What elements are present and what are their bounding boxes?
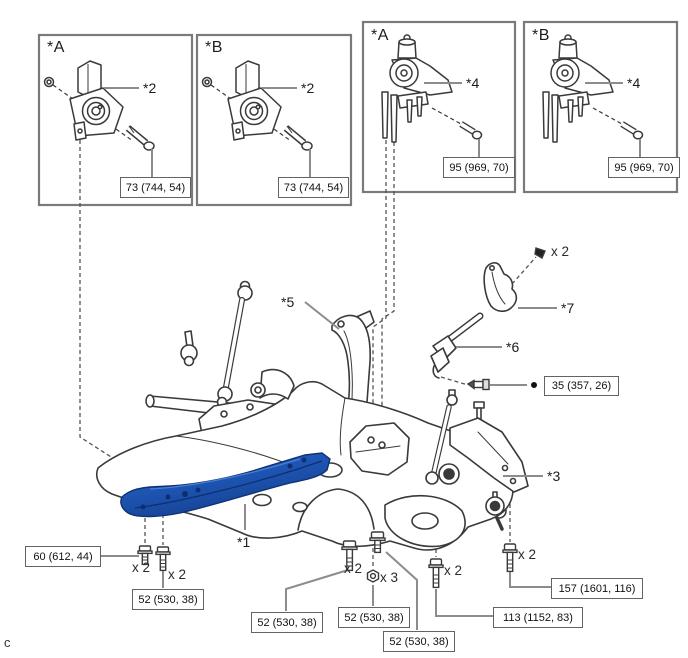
callout-part5: *5 — [281, 294, 295, 310]
callout-part4-a: *4 — [466, 75, 480, 91]
callout-part3: *3 — [547, 468, 561, 484]
multiplier-x2-brace-rear: x 2 — [168, 567, 187, 582]
panel-tag-a1: *A — [47, 39, 65, 56]
torque-box-60: 60 (612, 44) — [25, 546, 101, 567]
torque-box-73-b: 73 (744, 54) — [278, 177, 349, 198]
callout-part2-b: *2 — [301, 80, 315, 96]
torque-box-113: 113 (1152, 83) — [493, 607, 583, 628]
callout-part1: *1 — [237, 534, 251, 550]
panel-tag-b2: *B — [532, 27, 550, 44]
torque-box-35: 35 (357, 26) — [544, 376, 619, 396]
callout-part7: *7 — [561, 300, 575, 316]
multiplier-x2-member-front: x 2 — [444, 563, 463, 578]
multiplier-x2-member-rear: x 2 — [518, 547, 537, 562]
multiplier-x2-bracket7: x 2 — [551, 244, 570, 259]
highlighted-brace-part — [120, 452, 331, 518]
panel-tag-a2: *A — [371, 27, 389, 44]
engine-mounting-drawing — [381, 34, 483, 157]
callout-part6: *6 — [506, 339, 520, 355]
torque-box-52-d: 52 (530, 38) — [383, 631, 455, 652]
engine-mount-insulator-drawing — [43, 60, 155, 177]
fasteners — [137, 247, 546, 589]
torque-box-52-a: 52 (530, 38) — [132, 589, 204, 610]
torque-box-95-b: 95 (969, 70) — [608, 157, 680, 178]
torque-box-73-a: 73 (744, 54) — [120, 177, 191, 198]
torque-box-52-b: 52 (530, 38) — [251, 612, 323, 633]
torque-box-95-a: 95 (969, 70) — [443, 157, 515, 178]
callout-part4-b: *4 — [627, 75, 641, 91]
multiplier-x2-brace-front: x 2 — [132, 560, 151, 575]
panel-tag-b1: *B — [205, 39, 223, 56]
leader-lines — [100, 301, 557, 630]
torque-box-52-c: 52 (530, 38) — [338, 607, 410, 628]
panel-frames — [37, 20, 679, 207]
multiplier-x3-nut: x 3 — [380, 570, 399, 585]
callout-part2-a: *2 — [143, 80, 157, 96]
torque-box-157: 157 (1601, 116) — [551, 578, 643, 599]
non-reusable-part-bullet — [531, 382, 537, 388]
multiplier-x2-member-bolt: x 2 — [344, 561, 363, 576]
engine-mounting-drawing-b — [543, 35, 643, 157]
engine-mount-insulator-drawing-b — [203, 61, 313, 177]
figure-corner-label: c — [4, 635, 11, 650]
